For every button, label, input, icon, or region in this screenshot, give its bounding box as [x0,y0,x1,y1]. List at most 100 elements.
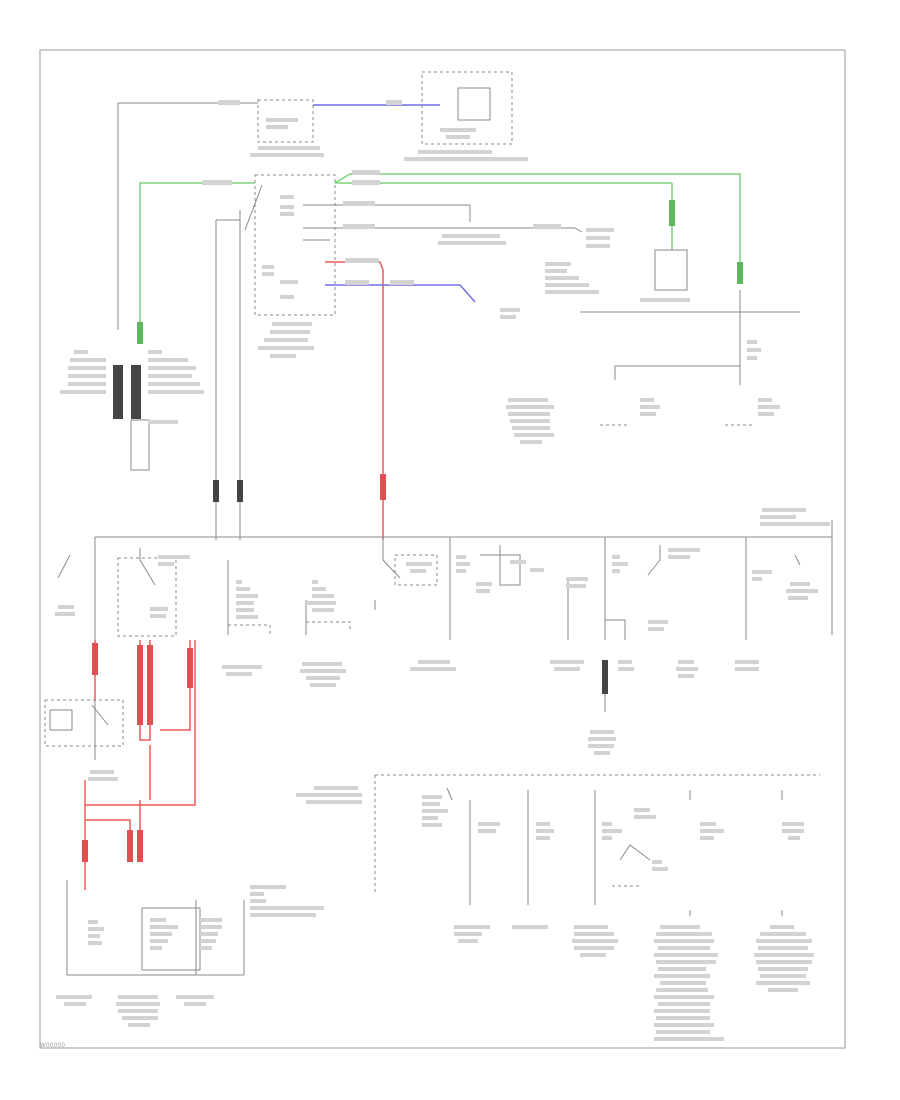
fuse-label [312,580,318,584]
battery-cell [131,365,141,419]
relay-label [786,589,818,593]
fuse-label [640,412,656,416]
relay-switch [139,548,156,586]
fuse-label [236,608,254,612]
component-label [586,236,610,240]
load-label [572,939,618,943]
load-label [118,1009,158,1013]
generator-label [640,298,690,302]
fuse-label [700,829,724,833]
relay-label [510,560,526,564]
load-label [302,662,342,666]
battery-label [148,358,188,362]
wire-label [533,224,561,229]
green-wire-left [139,182,255,330]
fuse-label [312,594,334,598]
fuse-label [236,601,254,605]
relay-label [58,605,74,609]
fuse-label [266,118,298,122]
fuse-label [612,569,620,573]
fuse-label [280,280,298,284]
load-label [458,939,478,943]
battery-body [130,419,150,471]
fuse-label [236,580,242,584]
fuse-label [782,822,804,826]
fuse-label [150,946,162,950]
load-label [654,995,714,999]
load-label [658,1002,710,1006]
relay-label [158,562,174,566]
fuse-label [640,398,654,402]
component-label [545,283,589,287]
fuse-label [262,272,274,276]
load-label [118,995,158,999]
relay-label [530,568,544,572]
main-bus-section [55,480,833,760]
diagram-code: W00000 [40,1043,66,1049]
fuse-label [752,577,762,581]
component-label [545,290,599,294]
load-label [756,939,812,943]
load-label [176,995,214,999]
fuse-label [602,836,612,840]
note-label [250,906,324,910]
blue-wire-lower [325,284,476,303]
battery-cell [113,365,123,419]
fuse-label [200,939,216,943]
panel-label [264,338,308,342]
wire-label [202,180,232,185]
relay-label [440,128,476,132]
fuse-label [478,829,496,833]
load-label [656,1030,710,1034]
load-label [64,1002,86,1006]
center-relay-switch [382,537,401,579]
load-label [656,960,716,964]
note-label [250,885,286,889]
fuse-label [280,295,294,299]
fuse-label [566,577,588,581]
load-label [656,1016,710,1020]
fuse-label [266,125,288,129]
battery-label [74,350,88,354]
relay-label [634,815,656,819]
fuse-label [312,587,326,591]
fuse-link [306,621,351,632]
load-label [184,1002,206,1006]
component-label [418,150,492,154]
fuse-label [536,829,554,833]
relay-label [422,802,440,806]
load-label [410,667,456,671]
fuse-label [747,348,761,352]
component-label [586,228,614,232]
component-label [250,153,324,157]
wire-label [343,224,375,229]
bus-label [760,515,796,519]
relay-label [55,612,75,616]
red-wire-g [85,819,131,860]
load-label [554,667,580,671]
bus-label [760,522,830,526]
relay-label [422,823,442,827]
block-label [512,426,550,430]
load-label [648,620,668,624]
fuse-label [200,932,218,936]
top-fuse-section [117,71,800,540]
wire-branch [614,365,740,380]
battery-label [148,420,178,424]
lower-left-harness [44,640,324,1027]
load-label [754,953,814,957]
note-label [250,899,266,903]
relay-label [158,555,190,559]
load-label [654,1023,714,1027]
wire-label [386,100,402,105]
fuse-label [456,569,466,573]
generator-box [654,249,688,291]
load-label [222,665,262,669]
component-label [586,244,610,248]
component-label [500,315,516,319]
load-label [654,939,714,943]
load-label [580,953,606,957]
relay-label [476,582,492,586]
fuse-label [306,601,336,605]
